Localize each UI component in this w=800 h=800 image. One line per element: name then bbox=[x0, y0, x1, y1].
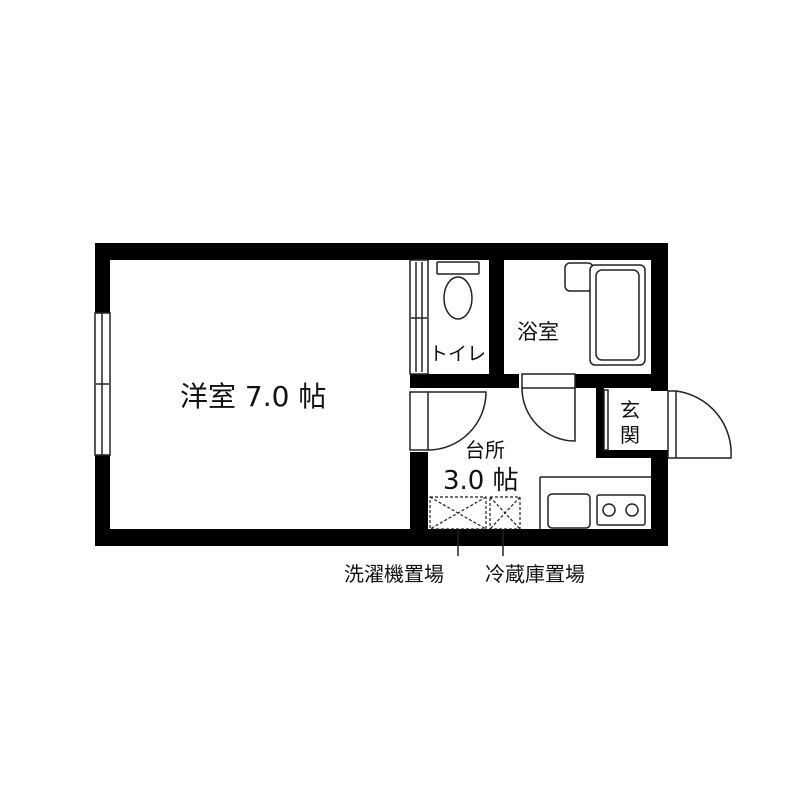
kitchen-counter bbox=[539, 476, 651, 529]
room-label-entrance-bottom: 関 bbox=[620, 423, 640, 447]
room-label-western-room: 洋室 7.0 帖 bbox=[180, 380, 327, 413]
outer-walls bbox=[95, 243, 668, 546]
sliding-door-wc bbox=[409, 259, 429, 375]
wall-right-upper bbox=[651, 243, 668, 391]
room-label-bathroom: 浴室 bbox=[517, 320, 559, 344]
callout-fridge-space: 冷蔵庫置場 bbox=[485, 562, 585, 586]
wall-wc-bottom bbox=[410, 374, 519, 388]
bathtub-fixture bbox=[564, 262, 646, 366]
wall-bottom bbox=[95, 529, 668, 546]
window-west bbox=[94, 312, 111, 456]
wall-main-kitchen-lower bbox=[410, 452, 428, 530]
wall-entrance-bottom bbox=[596, 450, 668, 458]
room-label-kitchen: 台所 bbox=[465, 438, 505, 462]
toilet-fixture bbox=[436, 261, 480, 320]
wall-wc-bath bbox=[489, 260, 504, 374]
wall-top bbox=[95, 243, 668, 260]
fridge-space bbox=[489, 496, 521, 530]
wall-right-lower bbox=[651, 458, 668, 546]
room-label-entrance-top: 玄 bbox=[620, 398, 640, 422]
room-label-toilet: トイレ bbox=[429, 343, 487, 365]
callout-washer-space: 洗濯機置場 bbox=[344, 562, 444, 586]
wall-bath-bottom-right bbox=[575, 374, 668, 388]
door-entrance bbox=[667, 390, 732, 459]
washer-space bbox=[429, 496, 487, 530]
interior-walls bbox=[410, 260, 668, 530]
room-size-kitchen: 3.0 帖 bbox=[443, 466, 519, 496]
door-main-kitchen bbox=[409, 391, 487, 451]
entrance-cabinet bbox=[603, 389, 609, 451]
door-bathroom bbox=[521, 373, 576, 442]
wall-entrance-left bbox=[596, 388, 604, 458]
callout-leaders bbox=[457, 529, 504, 556]
